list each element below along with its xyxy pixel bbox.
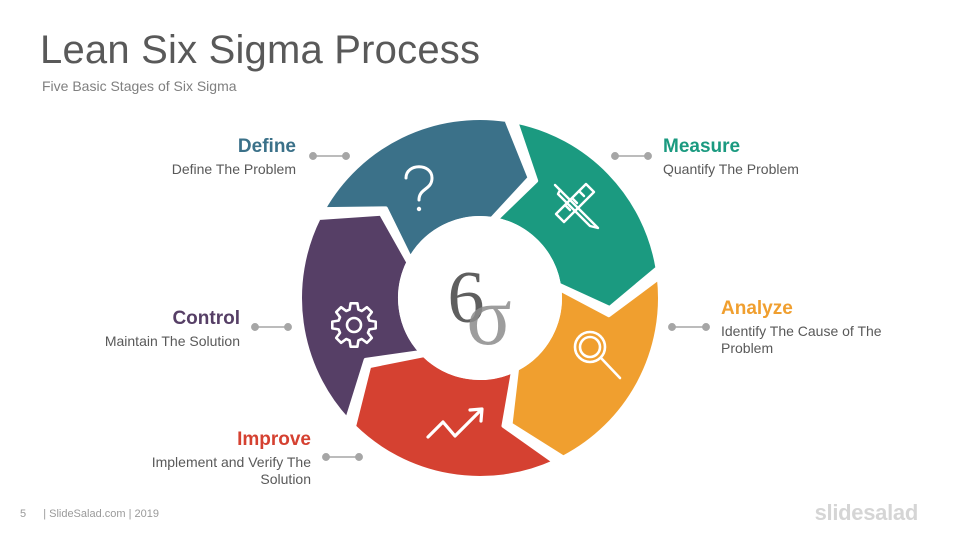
connector-improve <box>322 453 363 461</box>
stage-measure: Measure Quantify The Problem <box>663 136 903 178</box>
connector-control <box>251 323 292 331</box>
stage-define-desc: Define The Problem <box>171 161 296 177</box>
six-symbol: 6 <box>448 257 485 339</box>
stage-measure-title: Measure <box>663 136 741 157</box>
page-subtitle: Five Basic Stages of Six Sigma <box>42 78 237 94</box>
footer: 5 | SlideSalad.com | 2019 <box>20 508 159 520</box>
connector-define <box>309 152 350 160</box>
page-number: 5 <box>20 508 27 520</box>
stage-control-title: Control <box>172 308 240 329</box>
center-circle <box>398 216 562 380</box>
connectors <box>251 152 710 461</box>
stage-measure-desc: Quantify The Problem <box>663 161 799 177</box>
stage-improve-desc: Implement and Verify The Solution <box>151 454 311 487</box>
ruler-pencil-icon <box>553 182 600 230</box>
brand-logo: slidesalad <box>814 500 919 525</box>
stage-control-desc: Maintain The Solution <box>104 333 240 349</box>
stage-analyze: Analyze Identify The Cause of The Proble… <box>721 298 911 357</box>
gear-icon <box>331 302 377 348</box>
connector-measure <box>611 152 652 160</box>
sigma-symbol: σ <box>466 270 511 363</box>
stage-improve-title: Improve <box>237 429 311 450</box>
question-mark-icon <box>404 165 434 212</box>
stage-define: Define Define The Problem <box>56 136 296 178</box>
trend-up-arrow-icon <box>426 407 484 439</box>
stage-control: Control Maintain The Solution <box>0 308 240 350</box>
stage-define-title: Define <box>237 136 296 157</box>
connector-analyze <box>668 323 710 331</box>
stage-analyze-title: Analyze <box>721 298 793 319</box>
footer-credit: | SlideSalad.com | 2019 <box>43 508 159 520</box>
stage-improve: Improve Implement and Verify The Solutio… <box>126 429 311 488</box>
magnifier-icon <box>573 330 622 380</box>
page-title: Lean Six Sigma Process <box>40 28 481 72</box>
stage-analyze-desc: Identify The Cause of The Problem <box>721 323 882 356</box>
